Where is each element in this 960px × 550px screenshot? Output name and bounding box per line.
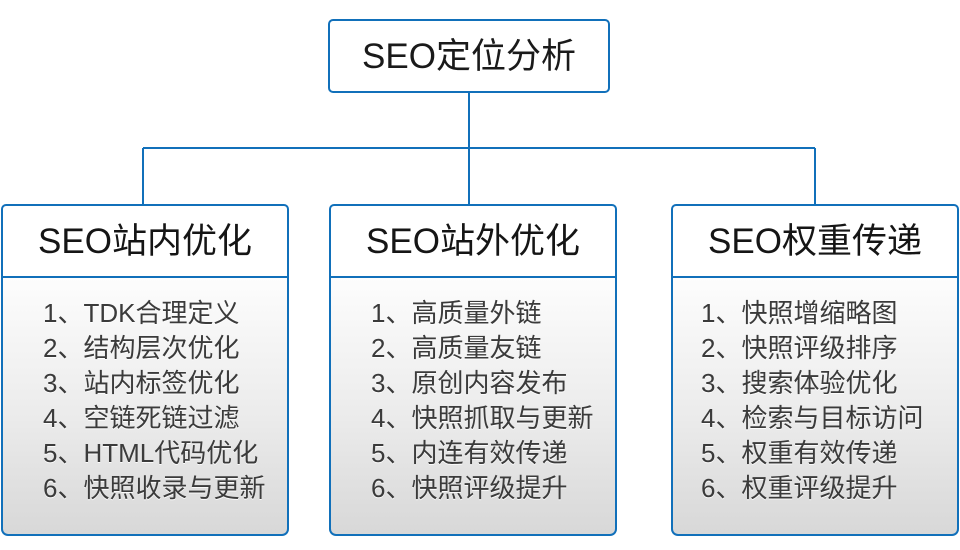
branch-body-3: 1、快照增缩略图 2、快照评级排序 3、搜索体验优化 4、检索与目标访问 5、权…: [671, 278, 959, 536]
list-item: 2、快照评级排序: [701, 333, 898, 363]
branch-title-3: SEO权重传递: [708, 221, 922, 261]
branch-column-1: SEO站内优化 1、TDK合理定义 2、结构层次优化 3、站内标签优化 4、空链…: [1, 204, 289, 536]
list-item: 1、TDK合理定义: [43, 298, 240, 328]
list-item: 2、高质量友链: [371, 333, 542, 363]
branch-title-1: SEO站内优化: [38, 221, 252, 261]
list-item: 5、HTML代码优化: [43, 438, 259, 468]
branch-title-2: SEO站外优化: [366, 221, 580, 261]
list-item: 4、检索与目标访问: [701, 403, 924, 433]
list-item: 1、高质量外链: [371, 298, 542, 328]
branch-header-2[interactable]: SEO站外优化: [329, 204, 617, 278]
branch-body-1: 1、TDK合理定义 2、结构层次优化 3、站内标签优化 4、空链死链过滤 5、H…: [1, 278, 289, 536]
list-item: 4、空链死链过滤: [43, 403, 240, 433]
root-node[interactable]: SEO定位分析: [328, 19, 610, 93]
list-item: 6、快照评级提升: [371, 473, 568, 503]
list-item: 6、权重评级提升: [701, 473, 898, 503]
branch-body-2: 1、高质量外链 2、高质量友链 3、原创内容发布 4、快照抓取与更新 5、内连有…: [329, 278, 617, 536]
branch-column-3: SEO权重传递 1、快照增缩略图 2、快照评级排序 3、搜索体验优化 4、检索与…: [671, 204, 959, 536]
list-item: 1、快照增缩略图: [701, 298, 898, 328]
item-list-1: 1、TDK合理定义 2、结构层次优化 3、站内标签优化 4、空链死链过滤 5、H…: [3, 296, 287, 506]
root-node-label: SEO定位分析: [362, 36, 576, 76]
list-item: 2、结构层次优化: [43, 333, 240, 363]
list-item: 3、搜索体验优化: [701, 368, 898, 398]
branch-header-3[interactable]: SEO权重传递: [671, 204, 959, 278]
list-item: 4、快照抓取与更新: [371, 403, 594, 433]
list-item: 5、权重有效传递: [701, 438, 898, 468]
list-item: 3、站内标签优化: [43, 368, 240, 398]
item-list-2: 1、高质量外链 2、高质量友链 3、原创内容发布 4、快照抓取与更新 5、内连有…: [331, 296, 615, 506]
list-item: 5、内连有效传递: [371, 438, 568, 468]
item-list-3: 1、快照增缩略图 2、快照评级排序 3、搜索体验优化 4、检索与目标访问 5、权…: [673, 296, 957, 506]
branch-column-2: SEO站外优化 1、高质量外链 2、高质量友链 3、原创内容发布 4、快照抓取与…: [329, 204, 617, 536]
branch-header-1[interactable]: SEO站内优化: [1, 204, 289, 278]
list-item: 6、快照收录与更新: [43, 473, 266, 503]
list-item: 3、原创内容发布: [371, 368, 568, 398]
